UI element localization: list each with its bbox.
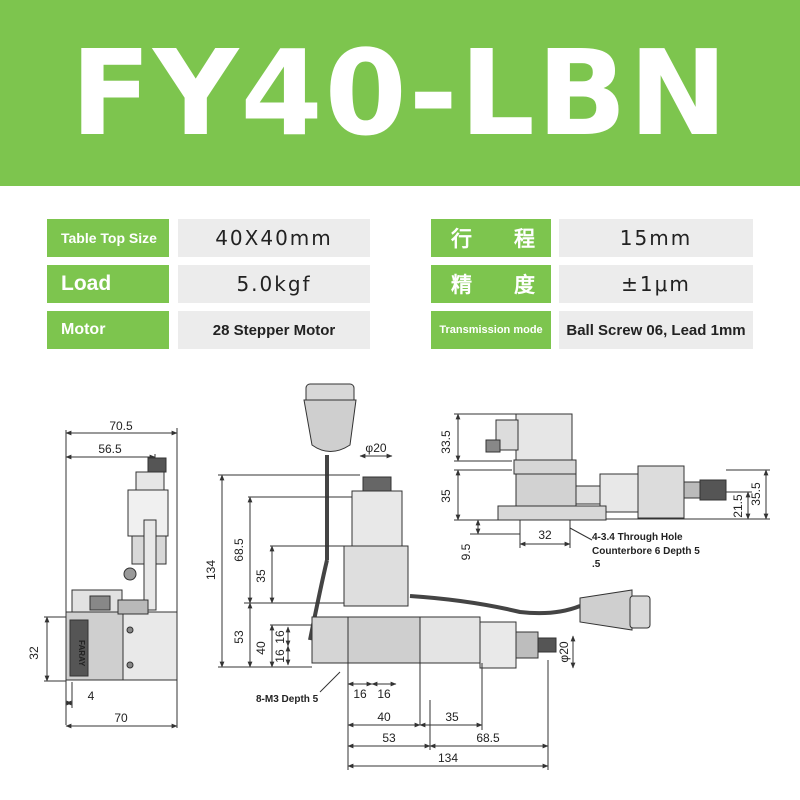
center-dia-right: φ20 — [557, 641, 571, 662]
center-dim-bottom-40: 40 — [377, 710, 391, 724]
accuracy-label-char-1: 精 — [451, 274, 472, 297]
transmission-value: Ball Screw 06, Lead 1mm — [559, 311, 753, 349]
accuracy-value: ±1μm — [559, 265, 753, 303]
center-dim-table: 40 — [254, 641, 268, 655]
hole-note-line-3: .5 — [592, 559, 601, 570]
right-dim-33-5: 33.5 — [439, 430, 453, 454]
center-dim-16a: 16 — [273, 630, 287, 644]
center-dim-bottom-53: 53 — [382, 731, 396, 745]
right-dim-9-5: 9.5 — [459, 543, 473, 560]
model-title: FY40-LBN — [70, 24, 730, 162]
travel-label-char-2: 程 — [514, 228, 535, 251]
left-dim-height: 32 — [27, 646, 41, 660]
load-label: Load — [47, 265, 169, 303]
center-dim-16b: 16 — [273, 649, 287, 663]
center-view — [218, 383, 651, 770]
center-dim-bottom-68-5: 68.5 — [476, 731, 500, 745]
load-value: 5.0kgf — [178, 265, 370, 303]
accuracy-label: 精 度 — [431, 265, 551, 303]
table-top-size-value: 40X40mm — [178, 219, 370, 257]
left-dim-offset: 4 — [88, 689, 95, 703]
hole-note-line-1: 4-3.4 Through Hole — [592, 532, 683, 543]
motor-value: 28 Stepper Motor — [178, 311, 370, 349]
left-dim-top-overall: 70.5 — [109, 419, 133, 433]
faray-brand-text: FARAY — [77, 640, 86, 667]
right-dim-21-5: 21.5 — [731, 494, 745, 518]
table-top-size-label: Table Top Size — [47, 219, 169, 257]
center-dim-lower: 53 — [232, 630, 246, 644]
right-view — [454, 413, 770, 548]
left-view — [44, 428, 178, 729]
motor-label: Motor — [47, 311, 169, 349]
left-dim-bottom: 70 — [114, 711, 128, 725]
center-dim-mid: 35 — [254, 569, 268, 583]
right-dim-35-5: 35.5 — [749, 482, 763, 506]
center-dim-bottom-35: 35 — [445, 710, 459, 724]
technical-drawing: 70.5 56.5 32 4 70 FARAY — [27, 383, 770, 770]
travel-label: 行 程 — [431, 219, 551, 257]
center-dim-bottom-16b: 16 — [377, 687, 391, 701]
travel-value: 15mm — [559, 219, 753, 257]
right-dim-32: 32 — [538, 528, 552, 542]
travel-label-char-1: 行 — [451, 228, 472, 251]
right-dim-35: 35 — [439, 489, 453, 503]
m3-note: 8-M3 Depth 5 — [256, 694, 319, 705]
center-dim-upper: 68.5 — [232, 538, 246, 562]
left-dim-top-inner: 56.5 — [98, 442, 122, 456]
title-banner: FY40-LBN — [0, 0, 800, 186]
transmission-label: Transmission mode — [431, 311, 551, 349]
center-dim-total-height: 134 — [204, 560, 218, 580]
hole-note-line-2: Counterbore 6 Depth 5 — [592, 546, 700, 557]
center-dia-top: φ20 — [365, 441, 386, 455]
accuracy-label-char-2: 度 — [514, 274, 535, 297]
center-dim-bottom-16a: 16 — [353, 687, 367, 701]
center-dim-bottom-134: 134 — [438, 751, 458, 765]
